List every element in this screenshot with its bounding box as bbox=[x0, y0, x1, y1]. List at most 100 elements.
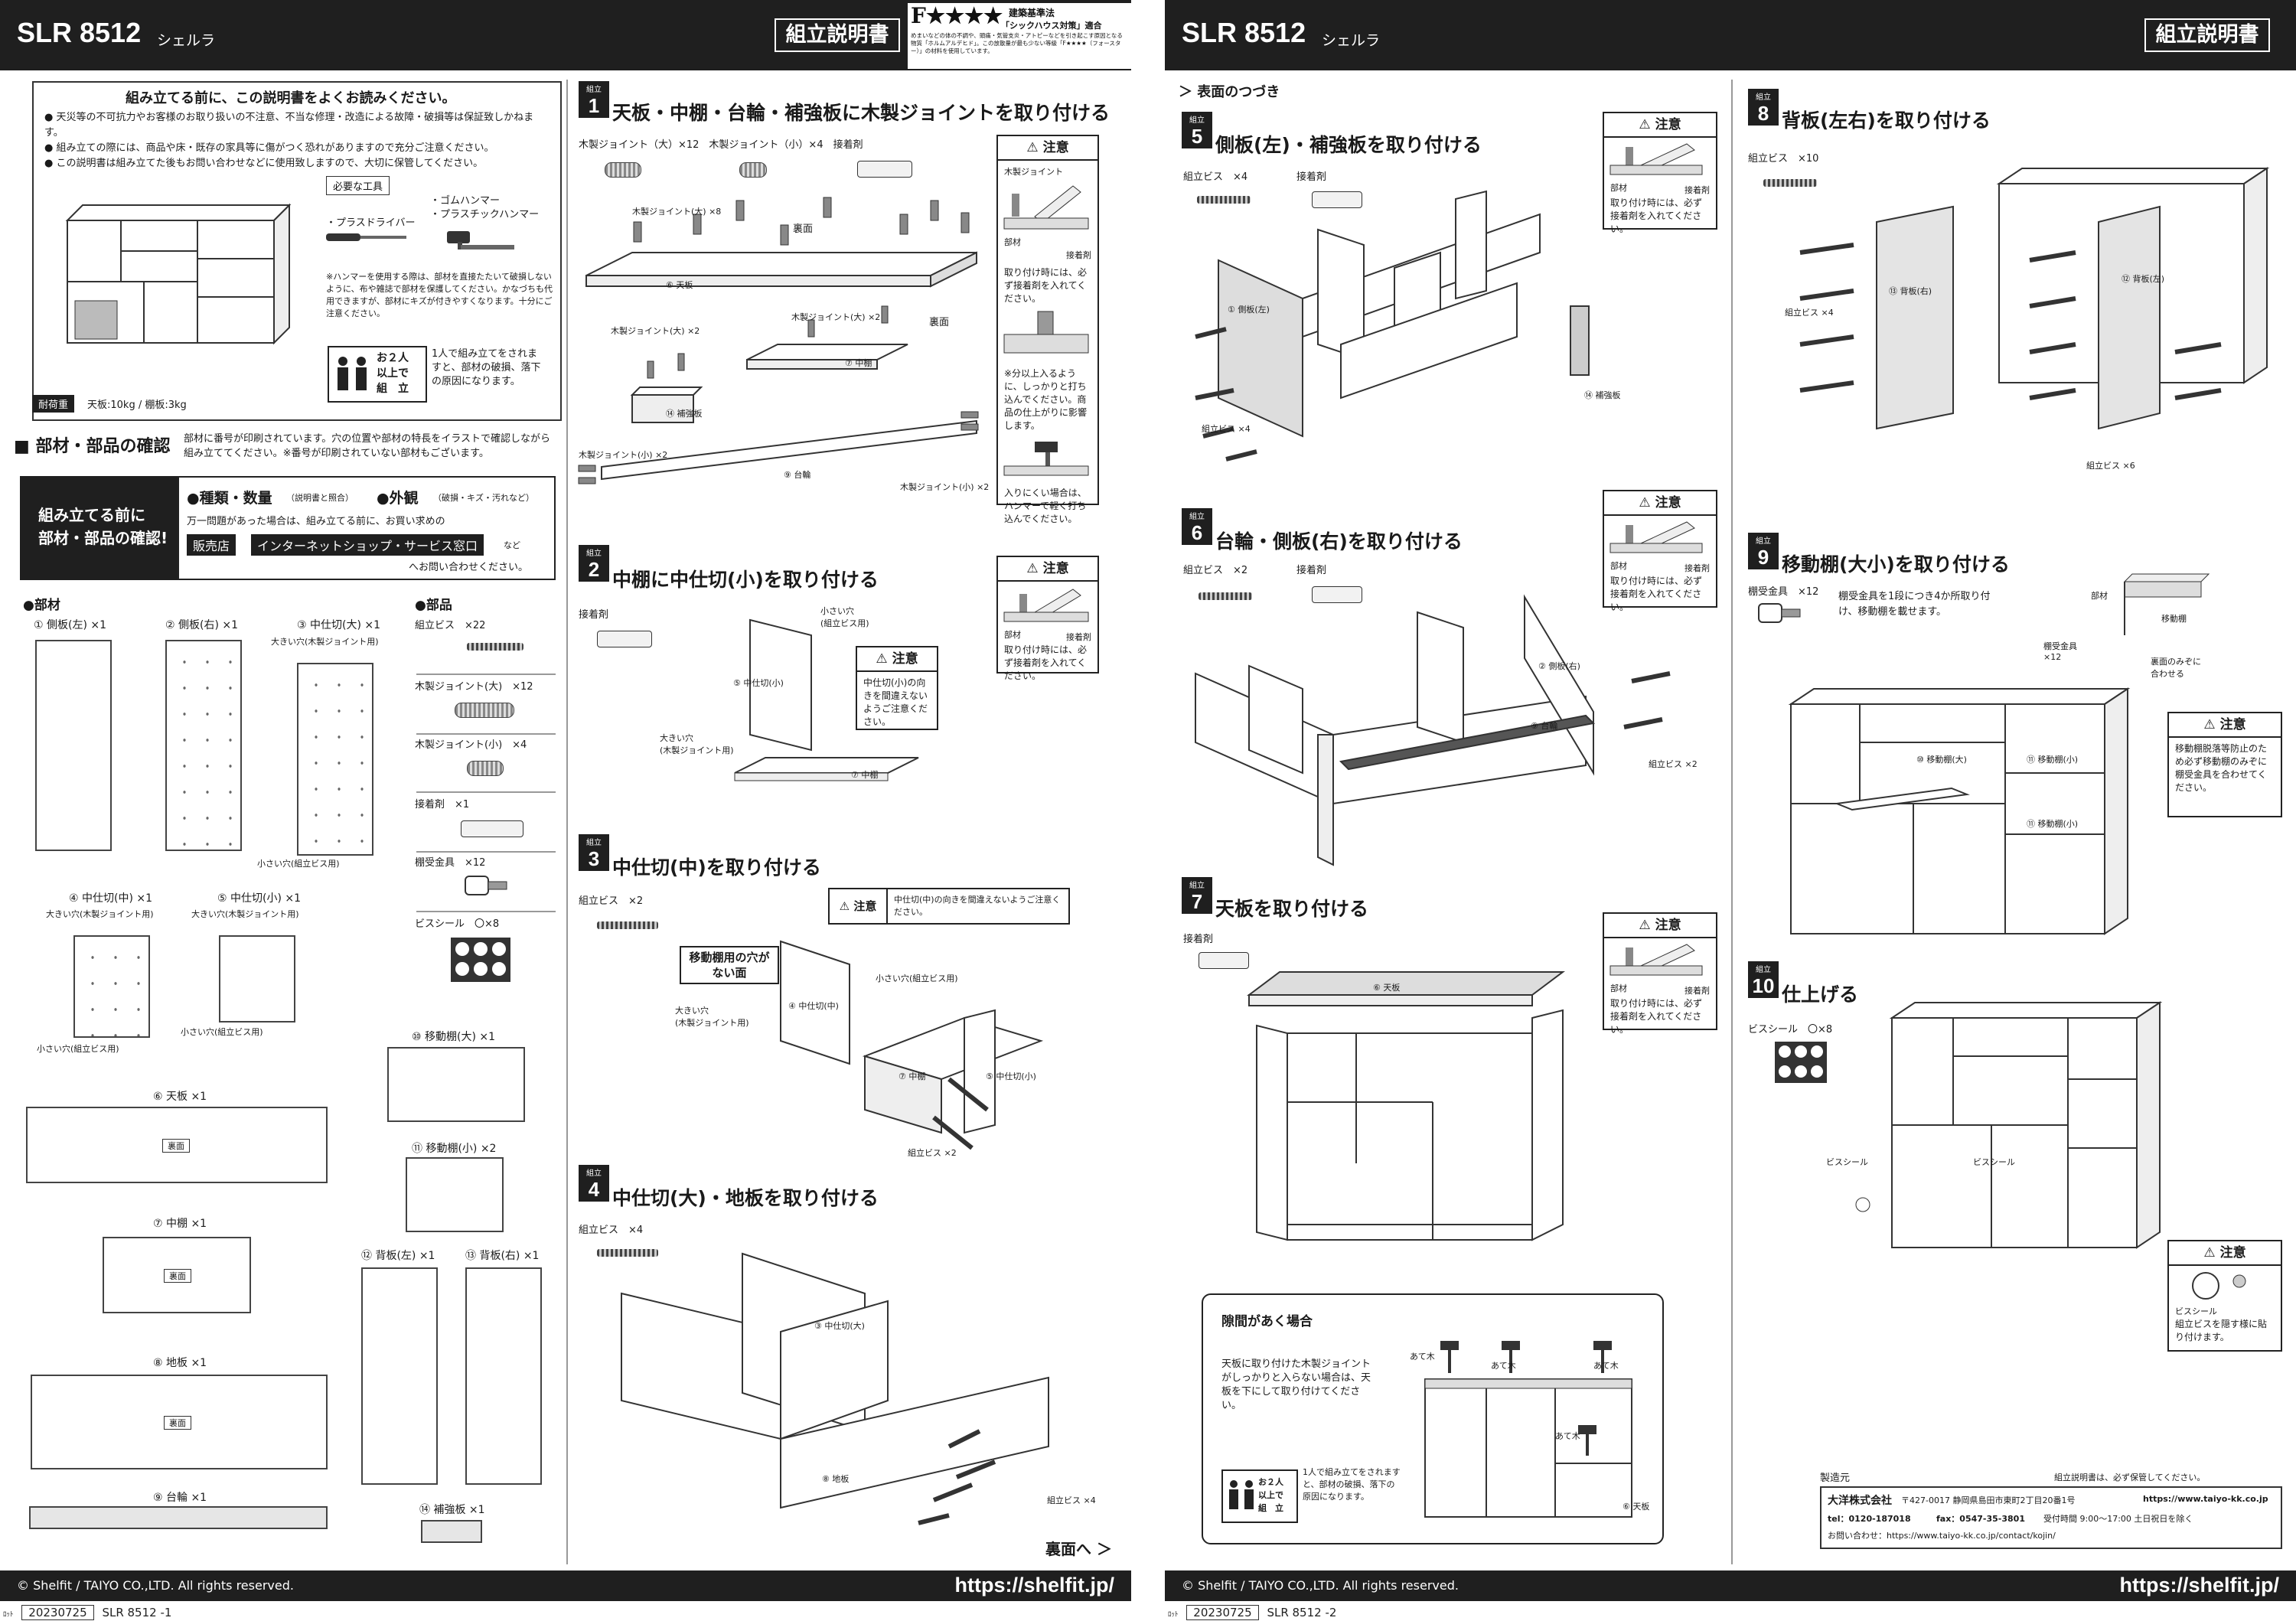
part-6-label: ⑥ 天板 ×1 bbox=[153, 1091, 207, 1103]
ura-tag: 裏面 bbox=[162, 1139, 190, 1153]
company-tel: tel：0120-187018 bbox=[1828, 1514, 1911, 1524]
step-1-label-1: 木製ジョイント(大) ×8 bbox=[632, 207, 722, 217]
dowel-large-icon bbox=[605, 162, 641, 178]
next-page-link[interactable]: 裏面へ ＞ bbox=[1045, 1540, 1112, 1558]
step-4-label-3: 組立ビス ×4 bbox=[1047, 1495, 1096, 1505]
ategi-label: あて木 bbox=[1491, 1361, 1516, 1371]
manual-badge: 組立説明書 bbox=[2144, 18, 2270, 52]
glue-icon bbox=[1312, 586, 1362, 603]
screw-icon bbox=[597, 1249, 658, 1257]
two-people-text: お２人 以上で 組 立 bbox=[1258, 1477, 1283, 1513]
page-gap bbox=[1131, 0, 1165, 1621]
gap-box: 隙間があく場合 天板に取り付けた木製ジョイントがしっかりと入らない場合は、天板を… bbox=[1202, 1293, 1664, 1544]
step-6-label-3: 組立ビス ×2 bbox=[1649, 759, 1698, 769]
comp-screw: 組立ビス ×22 bbox=[415, 620, 486, 631]
step-1-label-7: ⑦ 中棚 bbox=[845, 358, 872, 368]
caution-text: 取り付け時には、必ず接着剤を入れてください。 bbox=[1610, 197, 1703, 234]
caution-text: 取り付け時には、必ず接着剤を入れてください。 bbox=[1610, 576, 1703, 612]
part-8-label: ⑧ 地板 ×1 bbox=[153, 1357, 207, 1369]
dowel-small-icon bbox=[739, 162, 767, 178]
step-10-part-1: ビスシール 〇×8 bbox=[1748, 1024, 1833, 1036]
step-9-label-1: 部材 bbox=[2091, 591, 2108, 601]
caution-title: ⚠ 注意 bbox=[2169, 713, 2281, 738]
store-button: 販売店 bbox=[187, 534, 236, 556]
ategi-label: あて木 bbox=[1593, 1361, 1619, 1371]
check-title: ■ 部材・部品の確認 bbox=[14, 437, 171, 456]
company-address: 〒427-0017 静岡県島田市東町2丁目20番1号 bbox=[1901, 1495, 2076, 1505]
caution-label-part: 部材 bbox=[1610, 983, 1627, 993]
step-7-part-1: 接着剤 bbox=[1183, 934, 1214, 945]
appearance: ●外観 bbox=[377, 490, 419, 507]
step-5-label-3: ⑭ 補強板 bbox=[1584, 390, 1621, 400]
step-4-parts: 組立ビス ×4 bbox=[579, 1225, 644, 1236]
two-people-note: 1人で組み立てをされますと、部材の破損、落下の原因になります。 bbox=[432, 348, 541, 387]
caution-glue-6: ⚠ 注意 部材 接着剤 取り付け時には、必ず接着剤を入れてください。 bbox=[1603, 490, 1717, 612]
model-number: SLR 8512 bbox=[1182, 17, 1306, 48]
part-12-label: ⑫ 背板(左) ×1 bbox=[361, 1250, 435, 1262]
step-1-label-2: 裏面 bbox=[793, 223, 814, 235]
comp-divider bbox=[416, 674, 556, 675]
product-name: シェルラ bbox=[157, 32, 216, 49]
glue-into-hole-icon bbox=[1003, 185, 1089, 230]
lot-label: ﾛｯﾄ bbox=[3, 1611, 14, 1619]
step-2-illustration bbox=[734, 618, 919, 781]
gap-tenban-label: ⑥ 天板 bbox=[1623, 1502, 1650, 1512]
caution-glue-2: ⚠ 注意 部材 接着剤 取り付け時には、必ず接着剤を入れてください。 bbox=[996, 556, 1099, 681]
step-6-title: 台輪・側板(右)を取り付ける bbox=[1215, 530, 1463, 553]
step-8-label-3: 組立ビス ×4 bbox=[1785, 308, 1834, 318]
caution-label-dowel: 木製ジョイント bbox=[1004, 167, 1063, 177]
gap-illustration bbox=[1424, 1341, 1632, 1518]
part-1-side-left bbox=[35, 640, 112, 851]
page-id: SLR 8512 -1 bbox=[102, 1606, 172, 1619]
part-9-plinth bbox=[29, 1506, 328, 1529]
fstar-note: めまいなどの体の不調や、頭痛・気管支炎・アトピーなどを引き起こす原因となる物質「… bbox=[911, 32, 1123, 54]
site-url[interactable]: https://shelfit.jp/ bbox=[2119, 1574, 2280, 1597]
caution-text-3: 入りにくい場合は、ハンマーで軽く打ち込んでください。 bbox=[1004, 488, 1087, 524]
step-9-title: 移動棚(大小)を取り付ける bbox=[1782, 553, 2010, 576]
lot-info: ﾛｯﾄ 20230725 SLR 8512 -1 bbox=[3, 1605, 172, 1620]
step-3-tag: 移動棚用の穴が ない面 bbox=[680, 946, 779, 984]
company-fax: fax：0547-35-3801 bbox=[1936, 1514, 2025, 1524]
part-3-divider-large bbox=[297, 663, 373, 856]
company-contact[interactable]: お問い合わせ：https://www.taiyo-kk.co.jp/contac… bbox=[1828, 1531, 2056, 1541]
part-4-label: ④ 中仕切(中) ×1 bbox=[69, 892, 153, 905]
part-10-shelf-large bbox=[387, 1047, 525, 1122]
glue-icon bbox=[1199, 952, 1249, 969]
page2-header: SLR 8512 シェルラ 組立説明書 bbox=[1165, 0, 2296, 70]
step-10-illustration bbox=[1855, 1001, 2163, 1249]
comp-divider bbox=[416, 791, 556, 793]
gap-title: 隙間があく場合 bbox=[1221, 1314, 1313, 1329]
two-people-badge: お２人 以上で 組 立 bbox=[328, 346, 427, 403]
two-people-text: お２人 以上で 組 立 bbox=[377, 352, 409, 395]
step-10-label-1: ビスシール bbox=[1826, 1157, 1868, 1167]
caution-title: ⚠ 注意 bbox=[998, 136, 1097, 161]
screw-seal-sheet-icon bbox=[1775, 1042, 1827, 1083]
step-1-illustration bbox=[578, 197, 979, 484]
step-1-label-11: 木製ジョイント(小) ×2 bbox=[900, 482, 990, 492]
shelf-pin-icon bbox=[1758, 603, 1801, 623]
step-3-label-2: 大きい穴 (木製ジョイント用) bbox=[675, 1006, 749, 1028]
step-6-part-2: 接着剤 bbox=[1296, 565, 1327, 576]
caution-label-glue: 接着剤 bbox=[1066, 250, 1091, 260]
glue-into-hole-icon bbox=[1609, 944, 1703, 976]
step-5-part-1: 組立ビス ×4 bbox=[1183, 171, 1248, 183]
step-4-illustration bbox=[621, 1252, 1049, 1525]
caution-label-part: 部材 bbox=[1004, 630, 1021, 640]
site-url[interactable]: https://shelfit.jp/ bbox=[954, 1574, 1115, 1597]
step-4-label-1: ③ 中仕切(大) bbox=[814, 1321, 865, 1331]
company-web[interactable]: https://www.taiyo-kk.co.jp bbox=[2143, 1494, 2268, 1504]
step-9-label-7: ⑪ 移動棚(小) bbox=[2027, 819, 2079, 829]
step-2-label-2: ⑤ 中仕切(小) bbox=[733, 678, 784, 688]
step-6-part-1: 組立ビス ×2 bbox=[1183, 565, 1248, 576]
glue-into-hole-icon bbox=[1003, 589, 1089, 622]
dowel-small-icon bbox=[467, 761, 504, 776]
lot-info: ﾛｯﾄ 20230725 SLR 8512 -2 bbox=[1168, 1605, 1336, 1620]
tools-title: 必要な工具 bbox=[326, 176, 390, 195]
step-9-label-4: 裏面のみぞに 合わせる bbox=[2151, 657, 2201, 679]
caution-label-glue: 接着剤 bbox=[1684, 185, 1710, 195]
caution-title: ⚠ 注意 bbox=[998, 557, 1097, 582]
step-5-part-2: 接着剤 bbox=[1296, 171, 1327, 183]
